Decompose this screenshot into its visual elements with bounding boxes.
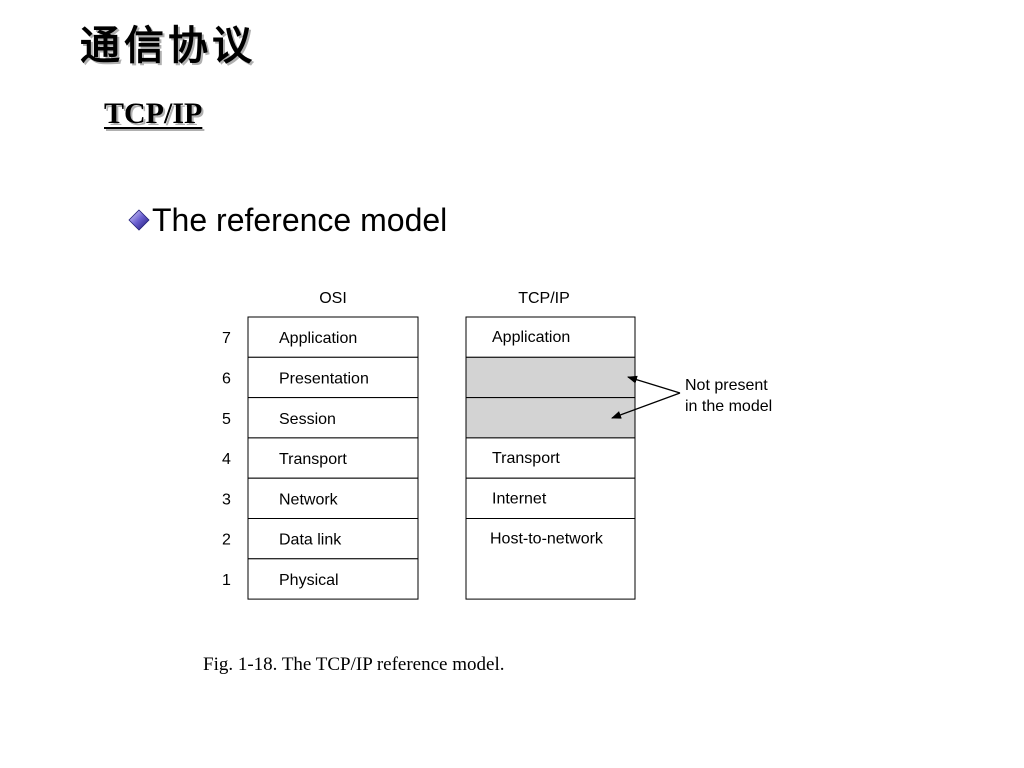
annotation-line-2: in the model	[685, 398, 772, 415]
osi-layer-cell	[247, 558, 419, 600]
tcpip-layer-label: Transport	[492, 450, 560, 467]
osi-layer-label: Physical	[279, 572, 339, 589]
tcpip-heading: TCP/IP	[518, 290, 570, 307]
layer-number: 2	[222, 532, 231, 549]
tcpip-layer-label: Internet	[492, 490, 547, 507]
slide-title: 通信协议	[80, 22, 256, 69]
osi-layer-label: Application	[279, 330, 357, 347]
osi-heading: OSI	[319, 290, 347, 307]
osi-layer-label: Session	[279, 411, 336, 428]
layer-number: 5	[222, 411, 231, 428]
annotation-arrow-session	[611, 392, 681, 419]
tcpip-layer-label: Host-to-network	[490, 531, 604, 548]
osi-stack: ApplicationPresentationSessionTransportN…	[247, 316, 419, 600]
slide-subtitle: TCP/IP	[104, 97, 203, 130]
tcpip-layer-cell	[465, 477, 636, 520]
diamond-bullet-icon	[128, 209, 150, 231]
bullet-text: The reference model	[152, 201, 448, 238]
figure-caption: Fig. 1-18. The TCP/IP reference model.	[203, 654, 505, 675]
tcpip-absent-cell	[465, 397, 636, 439]
osi-layer-label: Transport	[279, 451, 347, 468]
layer-number: 6	[222, 370, 231, 387]
osi-layer-cell	[247, 477, 419, 520]
osi-layer-label: Data link	[279, 532, 342, 549]
osi-layer-label: Network	[279, 491, 339, 508]
absent-layers-annotation: Not present in the model	[611, 375, 772, 419]
osi-layer-cell	[247, 316, 419, 358]
tcpip-absent-cell	[465, 356, 636, 399]
tcpip-layer-cell	[465, 316, 636, 358]
tcpip-layer-cell	[465, 518, 636, 600]
layer-numbers: 7 6 5 4 3 2 1	[222, 330, 231, 589]
tcpip-layer-label: Application	[492, 329, 570, 346]
annotation-arrow-presentation	[627, 375, 681, 394]
layer-number: 3	[222, 491, 231, 508]
layer-number: 4	[222, 451, 231, 468]
layer-number: 7	[222, 330, 231, 347]
osi-layer-cell	[247, 518, 419, 560]
bullet-item: The reference model	[128, 198, 447, 242]
annotation-line-1: Not present	[685, 377, 768, 394]
layer-number: 1	[222, 572, 231, 589]
osi-layer-label: Presentation	[279, 370, 369, 387]
tcpip-stack: ApplicationTransportInternetHost-to-netw…	[465, 316, 636, 600]
